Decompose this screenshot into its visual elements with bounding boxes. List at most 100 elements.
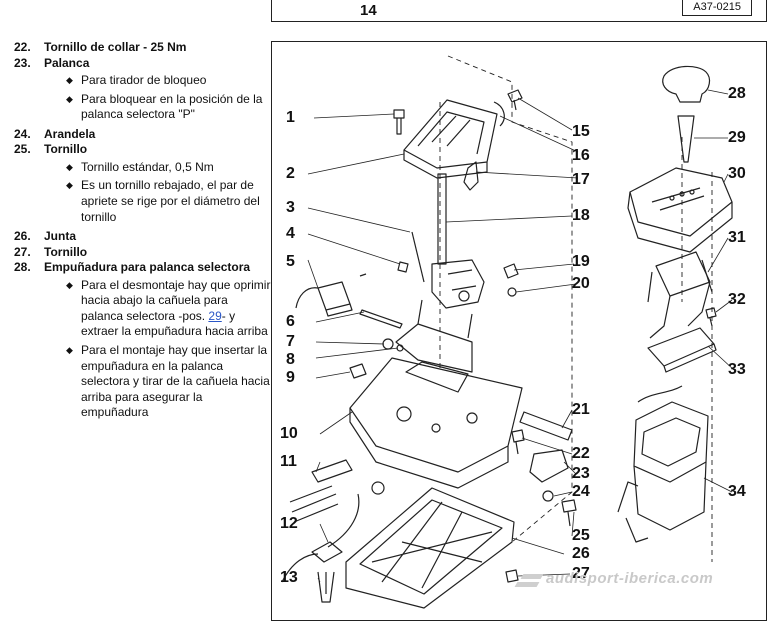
legend-item-28: 28. Empuñadura para palanca selectora — [14, 260, 251, 275]
legend-item-27: 27. Tornillo — [14, 244, 88, 259]
callout-33: 33 — [728, 361, 746, 378]
legend-item-title: Junta — [44, 229, 77, 244]
parts-legend: 22. Tornillo de collar - 25 Nm 23. Palan… — [14, 40, 272, 425]
part-15-bolt — [507, 89, 523, 111]
part-12-cable — [281, 485, 360, 583]
part-13-clip — [317, 571, 335, 603]
watermark-text: audisport-iberica.com — [546, 570, 714, 587]
part-1-bolt — [393, 109, 405, 135]
legend-bullet: Tornillo estándar, 0,5 Nm — [66, 160, 272, 176]
part-27-screw — [505, 569, 519, 583]
legend-bullets-23: Para tirador de bloqueo Para bloquear en… — [14, 73, 272, 123]
callout-17: 17 — [572, 171, 590, 188]
part-28-knob — [662, 65, 711, 103]
callout-28: 28 — [728, 85, 746, 102]
part-18-shaft — [431, 173, 485, 309]
part-32-screw — [705, 307, 717, 327]
part-23-lever — [529, 449, 569, 483]
legend-item-22: 22. Tornillo de collar - 25 Nm — [14, 40, 187, 54]
legend-item-26: 26. Junta — [14, 229, 77, 244]
callout-1: 1 — [286, 109, 295, 126]
callout-2: 2 — [286, 165, 295, 182]
callout-27: 27 — [572, 565, 590, 582]
part-11-cable-end — [311, 459, 385, 495]
assembly-guide-lines — [439, 55, 713, 562]
legend-item-24: 24. Arandela — [14, 126, 96, 141]
callout-32: 32 — [728, 291, 746, 308]
legend-item-23: 23. Palanca — [14, 55, 90, 70]
callout-21: 21 — [572, 401, 590, 418]
part-10-housing — [349, 299, 523, 489]
legend-item-25: 25. Tornillo — [14, 142, 88, 157]
part-9-nut — [349, 363, 367, 379]
part-29-sleeve — [677, 115, 695, 163]
legend-item-title: Palanca — [44, 55, 90, 70]
part-5-solenoid — [295, 273, 367, 317]
legend-item-title: Tornillo — [44, 244, 88, 259]
callout-29: 29 — [728, 129, 746, 146]
callout-22: 22 — [572, 445, 590, 462]
leader-lines — [307, 89, 735, 583]
part-31-cover-belt — [647, 251, 713, 339]
part-22-collar-bolt — [511, 429, 525, 455]
callout-8: 8 — [286, 351, 295, 368]
callout-25: 25 — [572, 527, 590, 544]
callout-5: 5 — [286, 253, 295, 270]
legend-item-title: Empuñadura para palanca selectora — [44, 260, 251, 275]
part-20-washer — [507, 287, 517, 297]
legend-item-title: Tornillo — [44, 142, 88, 157]
callout-34: 34 — [728, 483, 746, 500]
part-26-gasket — [345, 487, 515, 609]
legend-bullet: Para tirador de bloqueo — [66, 73, 272, 89]
callout-18: 18 — [572, 207, 590, 224]
callout-12: 12 — [280, 515, 298, 532]
cross-reference-link-29[interactable]: 29 — [208, 308, 222, 323]
part-34-carrier — [617, 401, 709, 543]
callout-10: 10 — [280, 425, 298, 442]
legend-bullets-28: Para el desmontaje hay que oprimir hacia… — [14, 278, 272, 421]
legend-bullet: Para el desmontaje hay que oprimir hacia… — [66, 278, 272, 340]
callout-15: 15 — [572, 123, 590, 140]
callout-3: 3 — [286, 199, 295, 216]
part-33-circuit-board — [637, 327, 717, 403]
callout-26: 26 — [572, 545, 590, 562]
part-6-pin — [359, 309, 403, 329]
callout-6: 6 — [286, 313, 295, 330]
callout-4: 4 — [286, 225, 295, 242]
callout-7: 7 — [286, 333, 295, 350]
legend-bullets-25: Tornillo estándar, 0,5 Nm Es un tornillo… — [14, 160, 272, 225]
watermark-stripe — [520, 574, 544, 579]
callout-16: 16 — [572, 147, 590, 164]
previous-figure-frame: 14 A37-0215 — [271, 0, 767, 22]
part-17-lever — [463, 161, 479, 191]
callout-9: 9 — [286, 369, 295, 386]
legend-item-title: Arandela — [44, 126, 96, 141]
previous-figure-number: 14 — [360, 2, 377, 19]
part-19-clip — [503, 263, 519, 279]
part-24-washer — [542, 490, 554, 502]
legend-bullet: Para el montaje hay que insertar la empu… — [66, 343, 272, 421]
diagram-drawing — [281, 55, 735, 609]
watermark-stripe — [514, 582, 540, 587]
part-21-bolt — [519, 411, 573, 441]
part-7-seal — [382, 338, 394, 350]
exploded-view-diagram: 1 2 3 4 5 6 7 8 9 10 11 12 13 15 16 17 1… — [271, 41, 767, 621]
part-16-clip — [493, 101, 505, 127]
figure-reference-code: A37-0215 — [682, 0, 752, 16]
callout-11: 11 — [280, 453, 297, 470]
callout-31: 31 — [728, 229, 746, 246]
part-3-rod — [411, 231, 425, 283]
callout-20: 20 — [572, 275, 590, 292]
callout-23: 23 — [572, 465, 590, 482]
legend-bullet: Es un tornillo rebajado, el par de aprie… — [66, 178, 272, 225]
callout-24: 24 — [572, 483, 590, 500]
legend-bullet: Para bloquear en la posición de la palan… — [66, 92, 272, 123]
callout-19: 19 — [572, 253, 590, 270]
callout-13: 13 — [280, 569, 298, 586]
callout-30: 30 — [728, 165, 746, 182]
part-25-screw — [561, 499, 577, 527]
legend-item-title: Tornillo de collar - 25 Nm — [44, 40, 187, 54]
part-2-bracket — [403, 99, 498, 179]
part-4-washer — [397, 261, 409, 273]
part-30-cover — [627, 167, 733, 253]
